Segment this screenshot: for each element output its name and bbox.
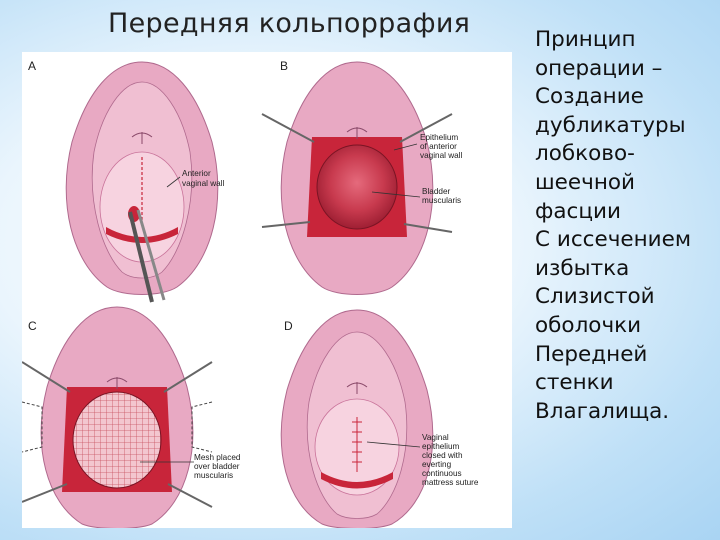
panel-c-label-line-2: over bladder	[194, 462, 240, 471]
panel-a-scissors-blade-2	[136, 209, 166, 301]
panel-d-leader-line	[366, 441, 421, 448]
description-line: Передней	[535, 341, 648, 367]
description-line: фасции	[535, 198, 621, 224]
panel-d-label-line-3: closed with	[422, 451, 463, 460]
description-line: Создание	[535, 84, 644, 110]
panel-d-label-line-6: mattress suture	[422, 478, 479, 487]
panel-a-urethra	[131, 132, 153, 144]
panel-a-label-line-2: vaginal wall	[182, 179, 225, 188]
panel-b-label1-line-2: of anterior	[420, 142, 457, 151]
panel-b-urethra	[346, 127, 368, 139]
panel-b-leader-line-1	[393, 143, 418, 151]
panel-b-leader-line-2	[371, 191, 421, 198]
panel-d-urethra	[346, 382, 368, 394]
description-line: шеечной	[535, 169, 636, 195]
panel-c-urethra	[106, 377, 128, 389]
description-line: Влагалища.	[535, 398, 670, 424]
panel-d-letter: D	[284, 319, 293, 333]
panel-b-label2-line-1: Bladder	[422, 187, 450, 196]
illustration-svg: A Anterior vaginal wall B Epithelium of …	[21, 59, 479, 529]
panel-c-label-line-3: muscularis	[194, 471, 233, 480]
panel-a: A Anterior vaginal wall	[28, 59, 225, 303]
panel-c-label-line-1: Mesh placed	[194, 453, 241, 462]
panel-d: D Vaginal epithelium closed with evertin…	[280, 309, 479, 529]
panel-d-suture-line	[352, 417, 362, 472]
slide-title: Передняя кольпоррафия	[108, 8, 471, 39]
panel-c-mesh-outline	[21, 401, 213, 453]
panel-a-leader-line	[166, 176, 181, 188]
description-line: избытка	[535, 255, 630, 281]
description-line: лобково-	[535, 141, 635, 167]
panel-d-label-line-4: everting	[422, 460, 452, 469]
description-line: Принцип	[535, 27, 636, 52]
panel-b-bladder-muscularis	[316, 144, 398, 230]
panel-b-label2-line-2: muscularis	[422, 196, 461, 205]
description-text: Принцип операции – Создание дубликатуры …	[535, 26, 717, 426]
panel-c-letter: C	[28, 319, 37, 333]
panel-a-letter: A	[28, 59, 36, 73]
description-line: Слизистой	[535, 284, 655, 310]
panel-c: C Mesh placed over bladder muscularis	[21, 306, 241, 529]
description-line: С иссечением	[535, 227, 692, 253]
description-line: оболочки	[535, 312, 642, 338]
panel-d-label-line-2: epithelium	[422, 442, 459, 451]
panel-d-label-line-5: continuous	[422, 469, 462, 478]
panel-d-vaginal-opening	[321, 472, 393, 489]
panel-b-retractor-sutures	[261, 113, 453, 233]
panel-b-label1-line-3: vaginal wall	[420, 151, 463, 160]
panel-a-vaginal-opening	[106, 227, 178, 243]
description-line: операции –	[535, 55, 663, 81]
panel-b-label1-line-1: Epithelium	[420, 133, 458, 142]
panel-b: B Epithelium of anterior vaginal wall Bl…	[261, 59, 463, 295]
surgical-illustration: A Anterior vaginal wall B Epithelium of …	[21, 52, 512, 529]
description-line: стенки	[535, 370, 614, 396]
panel-a-label-line-1: Anterior	[182, 169, 211, 178]
panel-a-scissors-blade-1	[128, 211, 154, 303]
panel-d-label-line-1: Vaginal	[422, 433, 449, 442]
panel-c-mesh	[72, 391, 162, 489]
panel-b-letter: B	[280, 59, 288, 73]
description-line: дубликатуры	[535, 112, 686, 138]
panel-c-retractor-sutures	[21, 361, 213, 508]
